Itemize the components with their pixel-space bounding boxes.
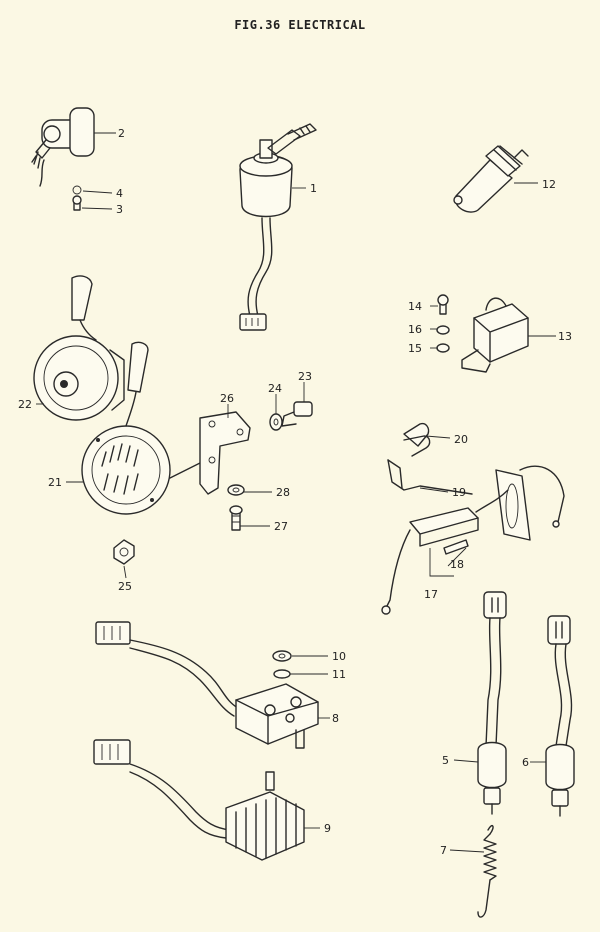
rectifier-9 [93,739,305,861]
callout-26: 26 [220,392,234,405]
callout-16: 16 [408,323,422,336]
callout-24: 24 [268,382,282,395]
neutral-switch [453,145,529,213]
horn-bracket [199,401,313,531]
callout-28: 28 [276,486,290,499]
steering-lock [31,107,95,211]
callout-23: 23 [298,370,312,383]
relay-unit [436,294,529,373]
callout-21: 21 [48,476,62,489]
brake-switch-6 [545,615,575,817]
callout-11: 11 [332,668,346,681]
spring-7 [477,824,497,918]
ignition-switch [239,123,317,331]
callout-13: 13 [558,330,572,343]
fuse-holder [381,422,565,615]
callout-14: 14 [408,300,422,313]
callout-6: 6 [522,756,529,769]
callout-17: 17 [424,588,438,601]
callout-7: 7 [440,844,447,857]
callout-20: 20 [454,433,468,446]
callout-8: 8 [332,712,339,725]
callout-10: 10 [332,650,346,663]
regulator-8 [95,621,319,749]
brake-switch-5 [477,591,507,815]
horn-21 [81,341,207,565]
callout-1: 1 [310,182,317,195]
callout-2: 2 [118,127,125,140]
figure-title: FIG.36 ELECTRICAL [234,18,366,32]
callout-3: 3 [116,203,123,216]
callout-labels: 2 4 3 1 12 14 16 15 13 22 26 24 23 20 21… [18,127,572,857]
callout-25: 25 [118,580,132,593]
callout-9: 9 [324,822,331,835]
horn-22 [33,275,125,421]
callout-19: 19 [452,486,466,499]
callout-18: 18 [450,558,464,571]
callout-27: 27 [274,520,288,533]
callout-4: 4 [116,187,123,200]
callout-22: 22 [18,398,32,411]
callout-15: 15 [408,342,422,355]
callout-5: 5 [442,754,449,767]
leader-lines [36,132,556,853]
callout-12: 12 [542,178,556,191]
